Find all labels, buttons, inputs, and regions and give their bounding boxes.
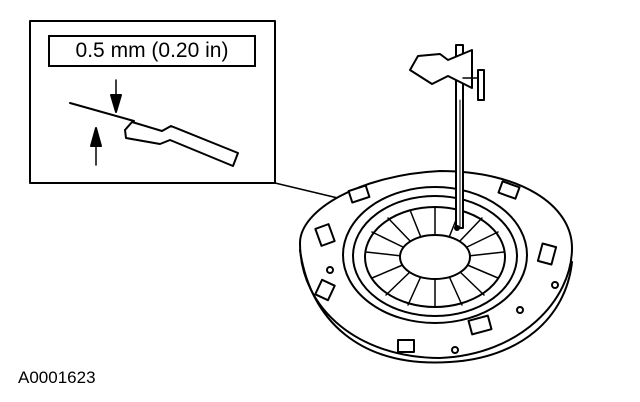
figure-id: A0001623: [18, 368, 96, 387]
pressure-plate-assembly: [299, 170, 573, 364]
gauge-tool: [409, 44, 485, 231]
detail-inset-box: [29, 20, 276, 184]
gap-dimension-label: 0.5 mm (0.20 in): [48, 35, 256, 67]
gap-detail: [69, 79, 239, 167]
